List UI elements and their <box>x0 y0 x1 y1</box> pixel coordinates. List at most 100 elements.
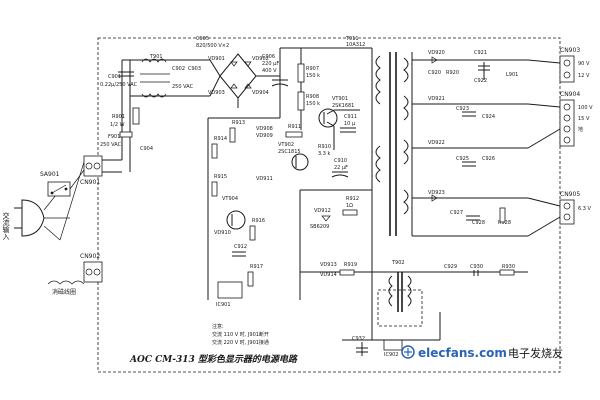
vd911-label: VD911 <box>256 176 273 182</box>
t911-label: T911 <box>345 36 359 42</box>
c910-value: 22 μF <box>334 165 348 171</box>
output-connectors: CN903 90 V 12 V CN904 100 V 15 V 地 CN905… <box>527 47 593 237</box>
vd904-label: VD904 <box>252 90 269 96</box>
c901-label: C901 <box>108 74 121 80</box>
l901-label: L901 <box>506 72 518 78</box>
r908-label: R908 <box>306 94 319 100</box>
vd910-label: VD910 <box>214 230 231 236</box>
r916-label: R916 <box>252 218 265 224</box>
diagram-title: AOC CM-313 型彩色显示器的电源电路 <box>129 354 298 365</box>
vd922-label: VD922 <box>428 140 445 146</box>
c925-label: C925 <box>456 156 469 162</box>
ic902-label: IC902 <box>384 352 399 358</box>
vd902-label: VD902 <box>252 56 269 62</box>
ac-input-section: 交流输入 SA901 CN901 CN902 消磁线圈 <box>2 155 103 296</box>
r910-value: 3.3 k <box>318 151 331 157</box>
c903-label: C903 <box>188 66 201 72</box>
vd909-label: VD909 <box>256 133 273 139</box>
c902-label: C902 <box>172 66 185 72</box>
t911-value: 10A312 <box>346 42 365 48</box>
cn903-label: CN903 <box>560 47 580 54</box>
cn904-label: CN904 <box>560 91 580 98</box>
r910-label: R910 <box>318 144 331 150</box>
cn901-label: CN901 <box>80 179 100 186</box>
vd901-label: VD901 <box>208 56 225 62</box>
t901-label: T901 <box>149 54 163 60</box>
r907-label: R907 <box>306 66 319 72</box>
c906-label: C906 <box>262 54 275 60</box>
out-12v: 12 V <box>578 73 590 79</box>
out-ground: 地 <box>578 126 583 133</box>
r907-value: 150 k <box>306 73 320 79</box>
out-15v: 15 V <box>578 116 590 122</box>
c910-label: C910 <box>334 158 347 164</box>
c906-voltage: 400 V <box>262 68 277 74</box>
c905-value: 820/500 V×2 <box>196 43 229 49</box>
c929-label: C929 <box>444 264 457 270</box>
cn905-label: CN905 <box>560 191 580 198</box>
r913-label: R913 <box>232 120 245 126</box>
f901-value: 250 VAC <box>100 142 122 148</box>
degauss-coil-label: 消磁线圈 <box>52 288 76 296</box>
c928-label: C928 <box>472 220 485 226</box>
cn902-label: CN902 <box>80 253 100 260</box>
cn901-connector <box>83 155 103 177</box>
c923-label: C923 <box>456 106 469 112</box>
notes-line1: 交流 110 V 时, J901断开 <box>212 331 269 338</box>
vd923-label: VD923 <box>428 190 445 196</box>
cn905-connector <box>559 199 575 225</box>
switching-transformer <box>371 48 413 340</box>
c904-label: C904 <box>140 146 153 152</box>
r920-label: R920 <box>446 70 459 76</box>
vt904-label: VT904 <box>222 196 238 202</box>
c926-label: C926 <box>482 156 495 162</box>
r915-label: R915 <box>214 174 227 180</box>
primary-section: C906 220 μF 400 V R907 150 k R908 150 k … <box>207 36 374 308</box>
cn904-connector <box>559 99 575 147</box>
c920-label: C920 <box>428 70 441 76</box>
elecfans-watermark: elecfans.com 电子发烧友 <box>401 345 563 360</box>
vd912-value: SB6209 <box>310 224 329 230</box>
cn903-connector <box>559 55 575 83</box>
vt902-value: 2SC1815 <box>278 149 301 155</box>
t902-label: T902 <box>391 260 405 266</box>
c924-label: C924 <box>482 114 495 120</box>
r912-label: R912 <box>346 196 359 202</box>
vd914-label: VD914 <box>320 272 337 278</box>
c902-voltage: 250 VAC <box>172 84 194 90</box>
board-boundary <box>97 37 561 373</box>
c930-label: C930 <box>470 264 483 270</box>
sa901-label: SA901 <box>40 171 60 178</box>
notes-head: 注意: <box>212 323 224 330</box>
r901-label: R901 <box>112 114 125 120</box>
r911-label: R911 <box>288 124 301 130</box>
c905-label: C905 <box>196 36 209 42</box>
r928-label: R928 <box>498 220 511 226</box>
out-100v: 100 V <box>578 105 593 111</box>
vt902-label: VT902 <box>278 142 294 148</box>
r930-label: R930 <box>502 264 515 270</box>
input-filter-section: C901 0.22μ/250 VAC T901 C902 C903 250 VA… <box>100 54 210 173</box>
vt901-label: VT901 <box>332 96 348 102</box>
ac-input-label: 交流输入 <box>2 211 10 240</box>
r914-label: R914 <box>214 136 227 142</box>
watermark-brand: elecfans.com <box>418 346 507 360</box>
notes-line2: 交流 220 V 时, J901接通 <box>212 339 269 346</box>
ic901-optocoupler <box>217 281 243 299</box>
vd912-label: VD912 <box>314 208 331 214</box>
vd908-label: VD908 <box>256 126 273 132</box>
cn902-connector <box>83 261 103 283</box>
notes-block: 注意: 交流 110 V 时, J901断开 交流 220 V 时, J901接… <box>212 323 269 346</box>
c912-label: C912 <box>234 244 247 250</box>
r917-label: R917 <box>250 264 263 270</box>
c911-value: 10 μ <box>344 121 356 127</box>
c911-label: C911 <box>344 114 357 120</box>
bridge-rectifier: C905 820/500 V×2 VD901 VD902 VD903 VD904 <box>196 36 280 108</box>
c921-label: C921 <box>474 50 487 56</box>
vd903-label: VD903 <box>208 90 225 96</box>
c922-label: C922 <box>474 78 487 84</box>
c927-label: C927 <box>450 210 463 216</box>
r912-value: 1Ω <box>346 203 353 209</box>
